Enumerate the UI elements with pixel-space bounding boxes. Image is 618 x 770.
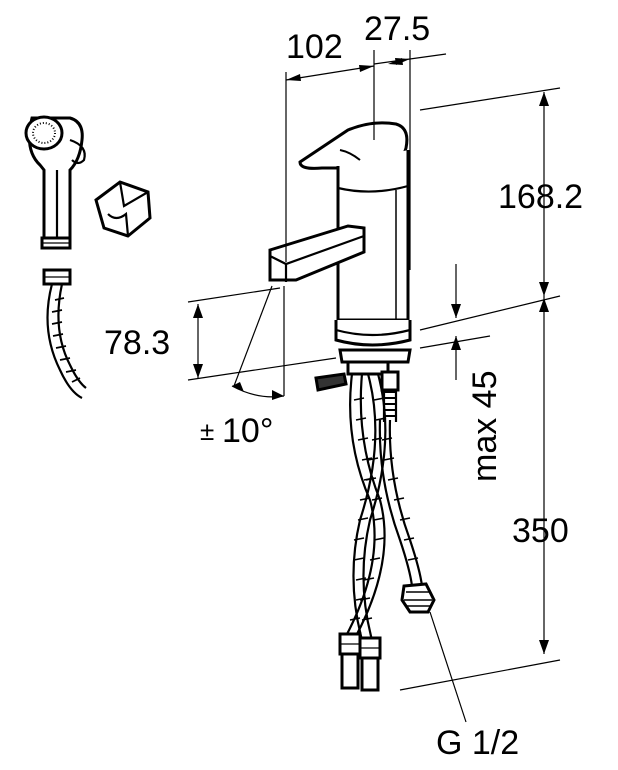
swivel-angle-label: 10° [222,412,273,450]
spout-offset-label: 27.5 [364,10,430,48]
spout-height-label: 78.3 [104,324,170,362]
connection-thread-label: G 1/2 [436,724,519,762]
shower-hose [42,268,87,399]
hand-shower-head [24,115,86,250]
body-height-label: 168.2 [498,178,583,216]
supply-hoses [345,373,424,641]
spout-reach-label: 102 [286,28,343,66]
mount-thickness-label: max 45 [466,371,504,483]
shower-holder-bracket [94,180,152,238]
dimension-lines [187,50,561,723]
swivel-angle-sign: ± [200,416,214,446]
hose-end-fittings [338,582,436,692]
faucet-body [268,121,412,422]
hose-length-label: 350 [512,512,569,550]
